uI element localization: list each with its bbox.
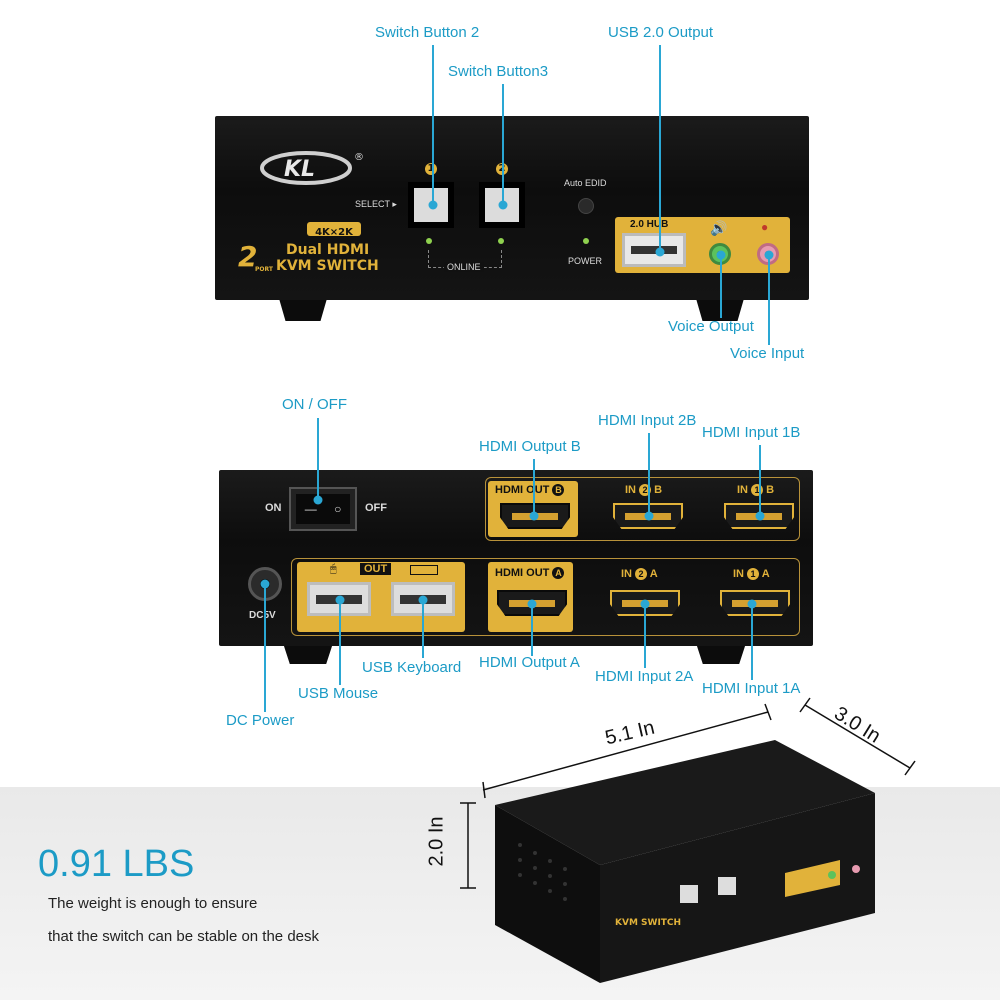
callout-line-voice-output [720,255,722,318]
mouse-icon: 🖱 [330,563,337,575]
callout-hdmi-input-2a: HDMI Input 2A [595,668,694,685]
power-switch[interactable]: — ○ [289,487,357,531]
callout-hdmi-input-1a: HDMI Input 1A [702,680,801,697]
callout-dc-power: DC Power [226,712,295,729]
callout-usb-output: USB 2.0 Output [608,24,714,41]
power-label: POWER [568,256,603,266]
callout-voice-input: Voice Input [730,345,805,362]
model-line2: KVM SWITCH [276,258,379,274]
switch-mark-on: — [304,502,317,516]
ckl-logo: KL ® [258,146,368,186]
callout-line-voice-input [768,255,770,345]
in-1a-label: IN 1 A [733,568,770,580]
callout-line-usb-keyboard [422,600,424,658]
callout-dot-voice-input [764,250,774,260]
svg-text:®: ® [354,152,364,163]
callout-hdmi-output-b: HDMI Output B [479,438,581,455]
auto-edid-label: Auto EDID [564,178,607,188]
auto-edid-button[interactable] [578,198,594,214]
switch-mark-off: ○ [334,502,342,516]
callout-dot-input-2a [640,599,650,609]
callout-hdmi-input-1b: HDMI Input 1B [702,424,801,441]
callout-dot-switch-3 [498,200,508,210]
callout-line-input-1a [751,604,753,680]
port-count: 2 [238,240,258,273]
callout-line-input-2b [648,433,650,516]
hub-label: 2.0 HUB [630,219,669,230]
rear-top-row [485,477,800,541]
weight-value: 0.91 LBS [38,843,195,885]
resolution-badge: 4K×2K [307,222,361,238]
dc-label: DC5V [249,610,276,621]
callout-dot-switch-2 [428,200,438,210]
in-2a-label: IN 2 A [621,568,658,580]
power-led [583,238,589,244]
callout-hdmi-output-a: HDMI Output A [479,654,580,671]
callout-dot-input-1b [755,511,765,521]
callout-usb-keyboard: USB Keyboard [362,659,462,676]
callout-dot-on-off [313,495,323,505]
usb-output-port[interactable] [622,233,686,267]
callout-dot-dc-power [260,579,270,589]
keyboard-icon [410,565,438,575]
callout-hdmi-input-2b: HDMI Input 2B [598,412,697,429]
svg-text:KL: KL [284,157,315,182]
mic-icon: ● [761,220,769,234]
callout-on-off: ON / OFF [282,396,347,413]
callout-dot-usb-keyboard [418,595,428,605]
callout-voice-output: Voice Output [668,318,754,335]
select-label: SELECT ▸ [355,199,397,209]
callout-line-switch-2 [432,45,434,205]
on-label: ON [265,502,282,514]
callout-dot-usb-output [655,247,665,257]
callout-usb-mouse: USB Mouse [298,685,379,702]
off-label: OFF [365,502,387,514]
callout-line-input-2a [644,604,646,668]
callout-line-output-a [531,604,533,656]
weight-line1: The weight is enough to ensure [48,895,258,912]
online-led-1 [426,238,432,244]
callout-dot-input-1a [747,599,757,609]
callout-line-usb-mouse [339,600,341,685]
weight-line2: that the switch can be stable on the des… [48,928,320,945]
hdmi-out-a-label: HDMI OUT A [495,567,565,579]
hdmi-out-b-label: HDMI OUT B [495,484,565,496]
callout-switch-button-3: Switch Button3 [448,63,549,80]
online-label: ONLINE [444,262,484,272]
callout-line-dc-power [264,584,266,712]
callout-dot-voice-output [716,250,726,260]
port-word: PORT [255,266,273,273]
callout-dot-output-a [527,599,537,609]
callout-switch-button-2: Switch Button 2 [375,24,480,41]
callout-line-switch-3 [502,84,504,205]
callout-line-usb-output [659,45,661,252]
model-line1: Dual HDMI [286,242,370,258]
kvm-3d-svg: KVM SWITCH [495,740,875,983]
online-led-2 [498,238,504,244]
svg-text:KVM SWITCH: KVM SWITCH [615,918,681,928]
rear-bottom-row [291,558,800,636]
button1-number: 1 [425,163,437,175]
out-label: OUT [360,563,392,575]
callout-line-output-b [533,459,535,516]
callout-dot-output-b [529,511,539,521]
callout-line-on-off [317,418,319,500]
callout-line-input-1b [759,445,761,516]
callout-dot-input-2b [644,511,654,521]
speaker-icon: 🔊 [710,220,728,236]
kvm-3d-view: KVM SWITCH [480,735,900,985]
callout-dot-usb-mouse [335,595,345,605]
